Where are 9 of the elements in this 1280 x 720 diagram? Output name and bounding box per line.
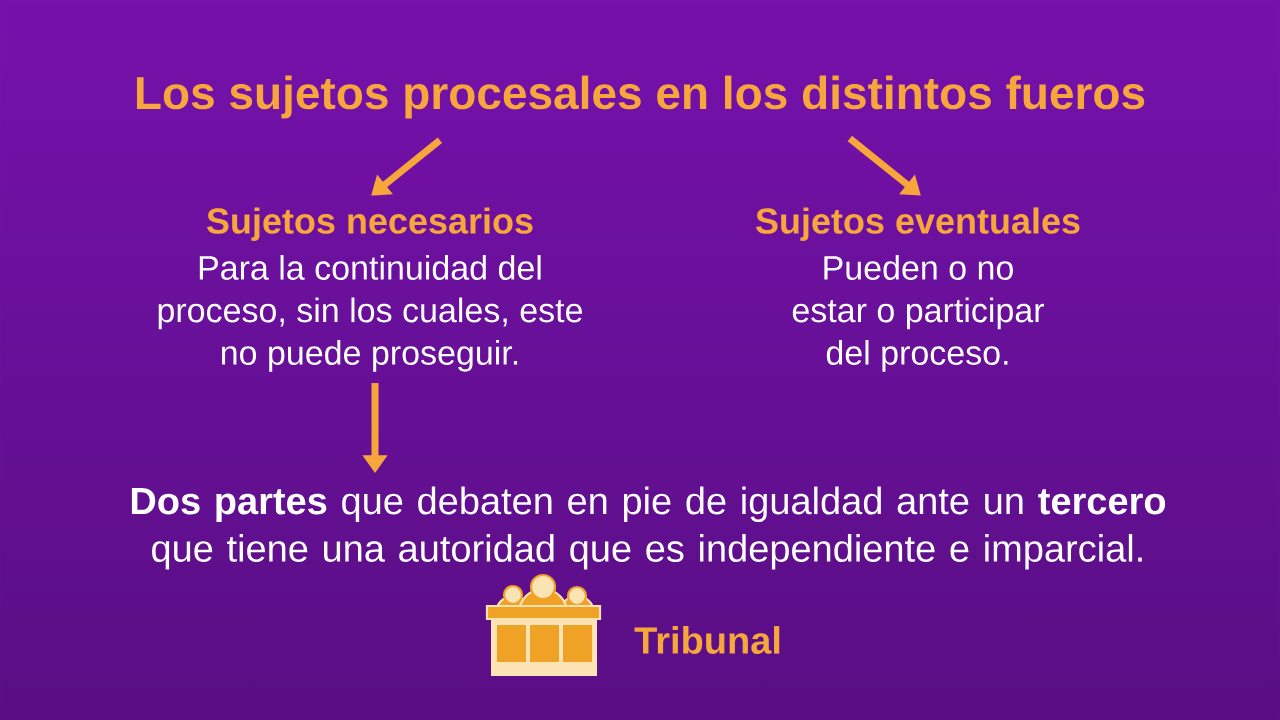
body-text: Dos partes que debaten en pie de igualdad ante un tercero que tiene una autoridad que es independiente e imparcial. bbox=[131, 486, 1166, 570]
title: Los sujetos procesales en los distintos fueros bbox=[136, 75, 1145, 119]
heading: Sujetos eventuales bbox=[756, 207, 1080, 241]
arrow bbox=[371, 137, 443, 196]
label: Tribunal bbox=[634, 626, 780, 654]
heading: Sujetos necesarios bbox=[206, 207, 533, 241]
arrow bbox=[847, 135, 921, 196]
body-text: Para la continuidad del proceso, sin los cuales, este no puede proseguir. bbox=[158, 255, 582, 372]
body-text: Pueden o no estar o participar del proceso. bbox=[792, 255, 1044, 372]
